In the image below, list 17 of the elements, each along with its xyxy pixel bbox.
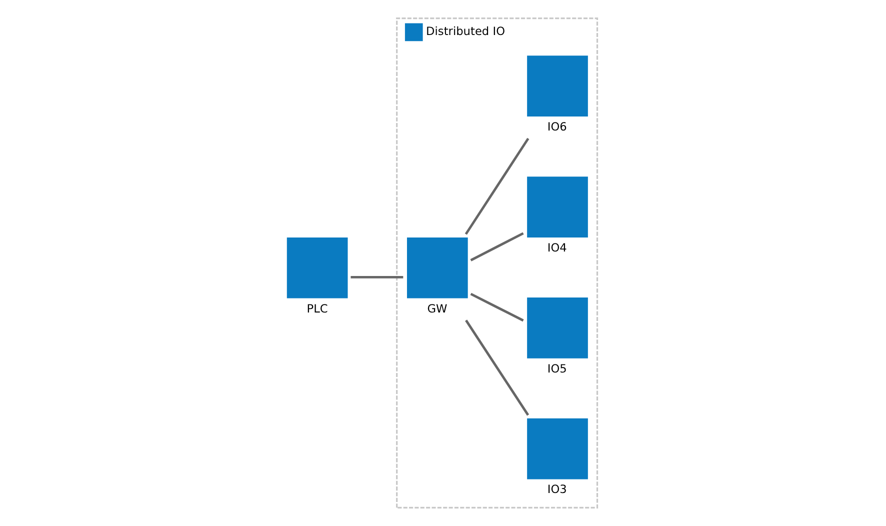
node-label: IO3 bbox=[546, 482, 566, 496]
node-box bbox=[526, 297, 588, 358]
node-label: IO6 bbox=[546, 119, 566, 134]
node-label: IO5 bbox=[546, 361, 566, 376]
connector bbox=[470, 232, 524, 262]
connector bbox=[464, 138, 529, 235]
connector bbox=[470, 292, 524, 322]
node-box bbox=[526, 56, 588, 117]
node-box bbox=[526, 418, 588, 480]
node-box bbox=[406, 237, 468, 298]
node-label: PLC bbox=[306, 301, 328, 316]
node-label: GW bbox=[426, 301, 447, 316]
connector bbox=[350, 276, 403, 278]
node-box bbox=[286, 237, 348, 298]
node-box bbox=[526, 176, 588, 238]
node-label: IO4 bbox=[546, 240, 566, 254]
connector bbox=[464, 320, 529, 416]
